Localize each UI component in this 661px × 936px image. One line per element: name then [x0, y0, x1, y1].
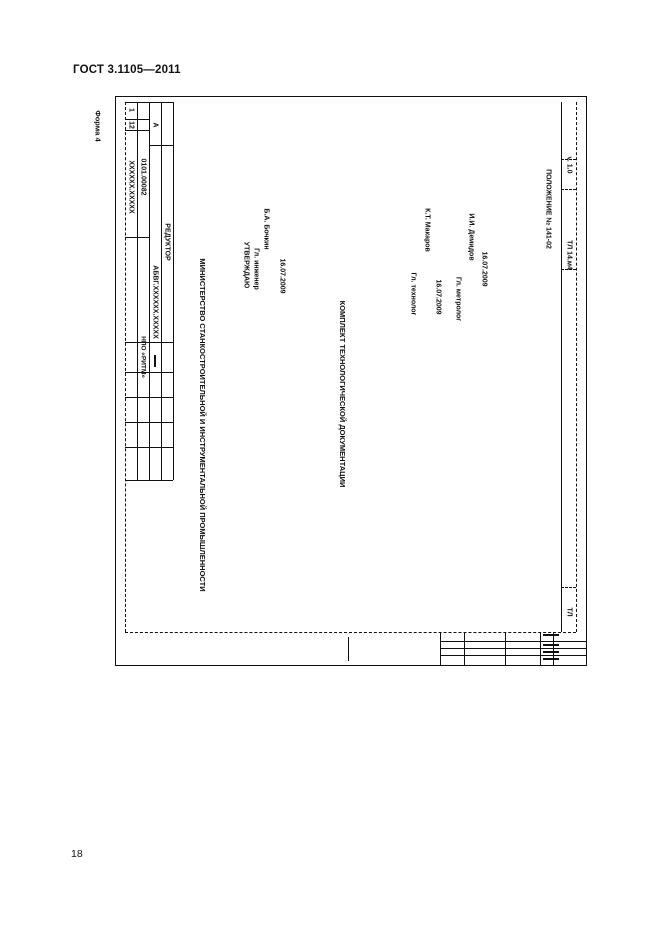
approval-position: Гл. инженер: [252, 248, 260, 290]
stamp-org: НПО «РИТМ»: [139, 336, 147, 378]
stamp-product-name: РЕДУКТОР: [163, 223, 171, 261]
version-label: v. 1.0: [565, 156, 573, 174]
regulation-number: ПОЛОЖЕНИЕ № 141-02: [544, 169, 552, 249]
stamp-letter: А: [151, 122, 159, 128]
technologist-name: К.Т. Макаров: [423, 208, 431, 252]
inner-border-bottom: [125, 632, 576, 633]
metrologist-position: Гл. метролог: [454, 276, 462, 322]
inner-border-right: [576, 102, 577, 632]
document-title: КОМПЛЕКТ ТЕХНОЛОГИЧЕСКОЙ ДОКУМЕНТАЦИИ: [337, 300, 347, 488]
form-code: ТЛ 14.м4: [565, 240, 573, 270]
approval-date: 16.07.2009: [278, 258, 286, 294]
metrologist-name: И.И. Демидов: [467, 213, 475, 261]
title-page-frame: ХХХХХХ.ХХХХХ 12 1 0101.00082 А НПО «РИТМ…: [115, 96, 587, 666]
approval-name: Б.А. Бочкин: [262, 208, 270, 250]
form-label: Форма 4: [93, 110, 103, 142]
stamp-code: ХХХХХХ.ХХХХХ: [127, 160, 135, 214]
stamp-sheet-total: 12: [127, 121, 135, 129]
stamp-doc-code: 0101.00082: [139, 158, 147, 196]
technologist-position: Гл. технолог: [409, 272, 417, 316]
technologist-date: 16.07.2009: [434, 279, 442, 315]
right-strip-divider: [561, 102, 562, 632]
doc-abbrev: ТЛ: [565, 607, 573, 617]
approval-title: УТВЕРЖДАЮ: [242, 241, 250, 289]
inner-border-left: [125, 102, 126, 632]
page-number: 18: [71, 848, 83, 860]
stamp-designation: АБВГ.ХХХХХХ.ХХХХХ: [151, 265, 159, 339]
standard-header: ГОСТ 3.1105—2011: [73, 64, 181, 76]
stamp-sheet: 1: [127, 108, 135, 112]
metrologist-date: 16.07.2009: [480, 251, 488, 287]
ministry-heading: МИНИСТЕРСТВО СТАНКОСТРОИТЕЛЬНОЙ И ИНСТРУ…: [197, 258, 207, 592]
